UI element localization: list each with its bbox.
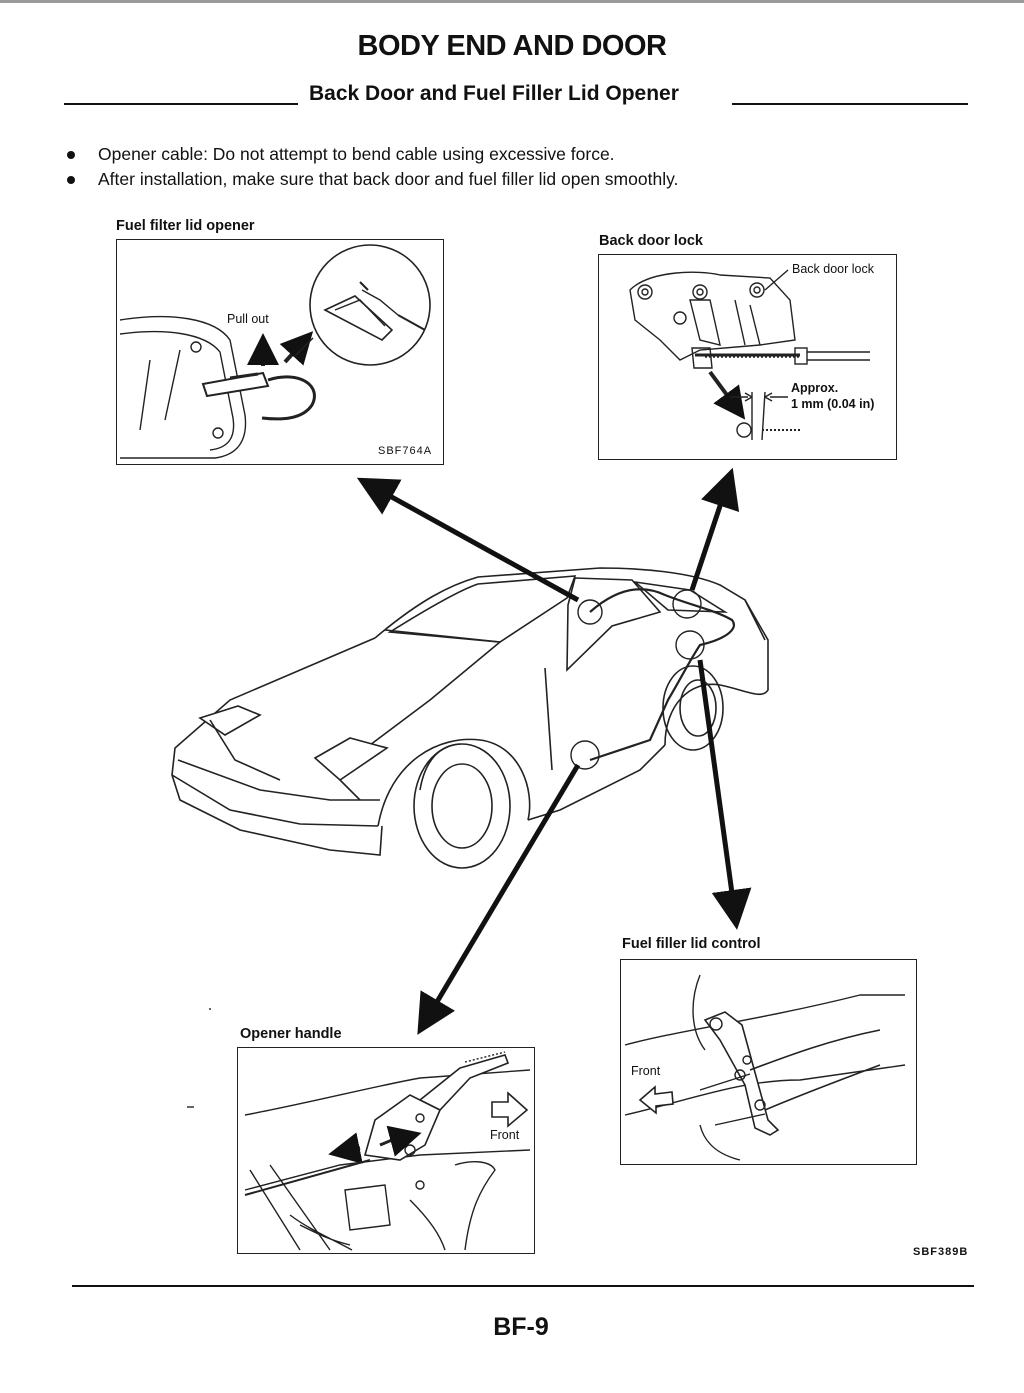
front-label-opener-handle: Front [490, 1128, 520, 1142]
back-door-lock-callout: Back door lock [792, 262, 874, 276]
car-illustration [171, 567, 769, 869]
clearance-label-line1: Approx. [791, 381, 839, 395]
opener-handle-art [244, 1051, 531, 1251]
heading-rule-left [64, 103, 298, 105]
back-door-lock-art [629, 269, 870, 441]
bullet-icon [67, 176, 75, 184]
figure-title-opener-handle: Opener handle [240, 1026, 342, 1042]
figure-code-sbf764a: SBF764A [378, 445, 433, 457]
figure-title-fuel-filter-lid-opener: Fuel filter lid opener [116, 218, 255, 234]
footer-rule [72, 1285, 974, 1287]
stray-mark [209, 1008, 211, 1010]
bullet-icon [67, 151, 75, 159]
section-heading: Back Door and Fuel Filler Lid Opener [64, 82, 968, 112]
notes-list: Opener cable: Do not attempt to bend cab… [64, 142, 964, 192]
page-number: BF-9 [493, 1313, 549, 1341]
note-item: After installation, make sure that back … [64, 167, 964, 192]
page-title: BODY END AND DOOR [357, 30, 667, 62]
figure-code-sbf389b: SBF389B [913, 1246, 969, 1258]
section-subtitle: Back Door and Fuel Filler Lid Opener [309, 82, 679, 105]
heading-rule-right [732, 103, 968, 105]
fuel-filler-lid-control-art [624, 974, 906, 1161]
fuel-lid-opener-art [119, 244, 431, 459]
clearance-label-line2: 1 mm (0.04 in) [791, 397, 875, 411]
figure-title-fuel-filler-lid-control: Fuel filler lid control [622, 936, 761, 952]
pull-out-label: Pull out [227, 312, 269, 326]
note-item: Opener cable: Do not attempt to bend cab… [64, 142, 964, 167]
front-label-filler-control: Front [631, 1064, 661, 1078]
leader-arrows [356, 467, 752, 1035]
top-border [0, 0, 1024, 3]
figure-title-back-door-lock: Back door lock [599, 233, 703, 249]
